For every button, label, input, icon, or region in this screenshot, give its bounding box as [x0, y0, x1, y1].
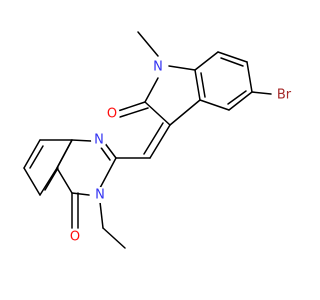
bond: [137, 31, 159, 57]
bond: [194, 51, 219, 71]
bond: [29, 145, 44, 169]
bond: [117, 101, 146, 112]
bond: [143, 122, 164, 155]
bond: [246, 61, 253, 93]
svg-text:N: N: [95, 188, 105, 203]
svg-text:N: N: [94, 133, 104, 148]
quinazolinone-bonds: [23, 137, 151, 249]
bond: [149, 124, 171, 159]
bond: [144, 101, 171, 126]
indole-nitrogen-atom: N: [150, 59, 166, 75]
bond: [144, 77, 159, 103]
quinazolinone-oxygen-atom: O: [67, 229, 83, 245]
bond: [56, 167, 73, 194]
bond: [119, 107, 149, 118]
bond: [23, 139, 41, 169]
bond: [199, 99, 230, 111]
bond: [71, 192, 90, 196]
bond: [23, 167, 41, 196]
bond: [168, 65, 196, 71]
indole-oxygen-atom: O: [104, 106, 120, 122]
indolinone-bonds: [117, 31, 272, 159]
bond: [169, 99, 201, 126]
svg-text:O: O: [107, 107, 117, 122]
bond: [227, 90, 247, 105]
bond: [56, 139, 73, 169]
quinazoline-nitrogen-top-atom: N: [91, 132, 107, 148]
bond: [44, 167, 59, 191]
svg-text:O: O: [70, 230, 80, 245]
quinazoline-nitrogen-bottom-atom: N: [92, 187, 108, 203]
bond: [39, 167, 58, 196]
bond: [200, 72, 206, 98]
bromine-atom: Br: [273, 84, 295, 106]
bond: [217, 51, 248, 63]
bond: [194, 69, 201, 101]
bond: [99, 201, 104, 229]
molecule-structure: N O Br N N O: [23, 31, 295, 249]
bond: [71, 139, 92, 142]
molecule-canvas: N O Br N N O: [23, 31, 295, 249]
atom-labels: N O Br N N O: [67, 59, 295, 245]
bond: [228, 91, 253, 111]
bond: [220, 57, 244, 67]
bond: [99, 157, 117, 189]
bond: [251, 91, 272, 95]
svg-text:N: N: [153, 60, 163, 75]
svg-text:Br: Br: [277, 88, 292, 103]
bond: [102, 227, 126, 249]
